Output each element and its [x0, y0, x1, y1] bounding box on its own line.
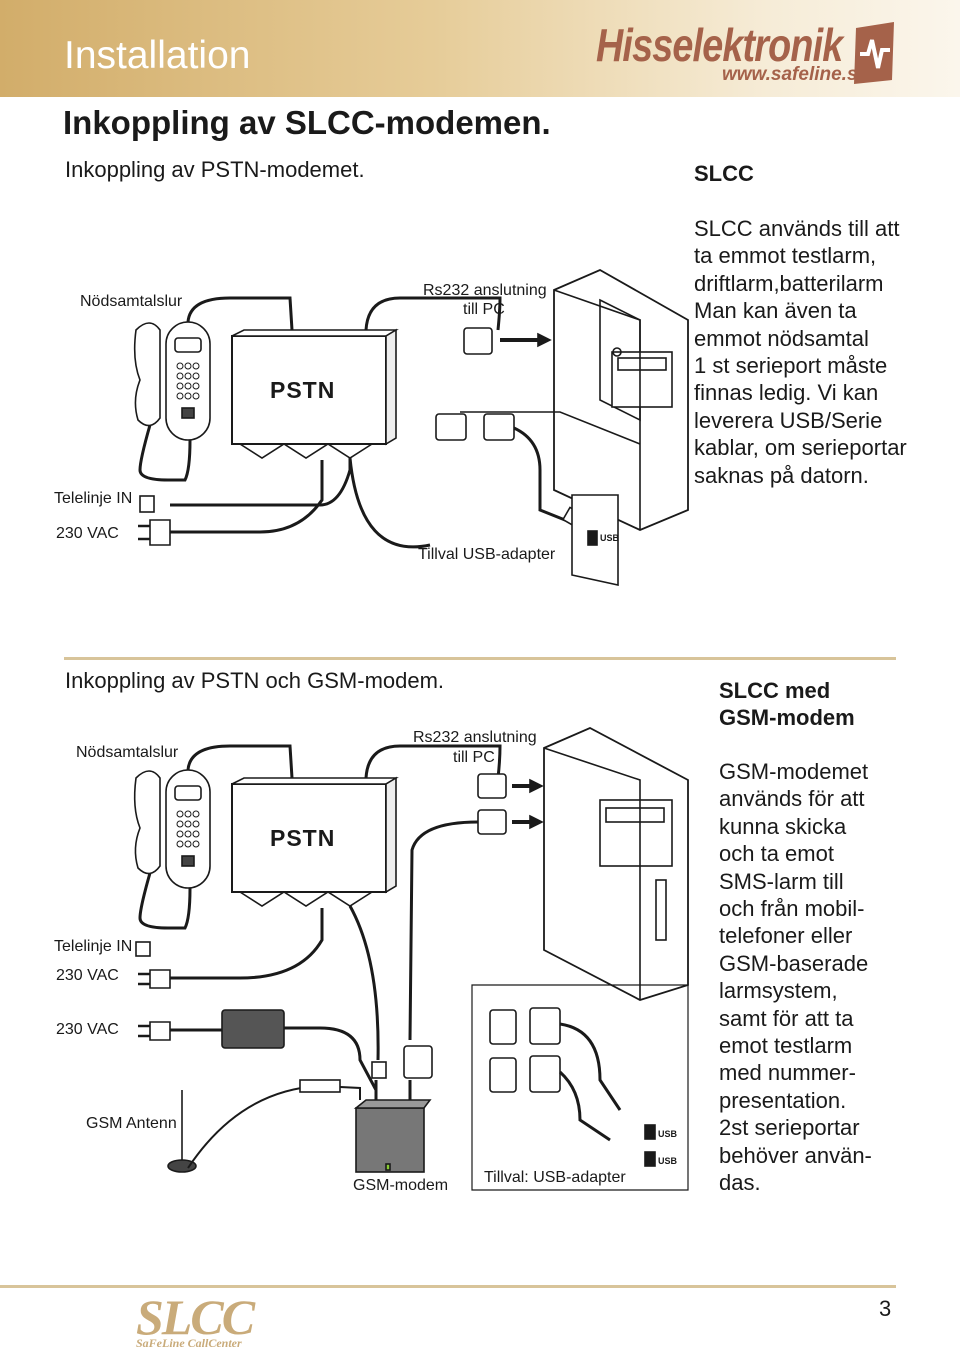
- bottom-vac1-label: 230 VAC: [56, 967, 119, 984]
- top-usb-label: USB: [600, 533, 620, 543]
- bottom-usb1-label: USB: [658, 1129, 678, 1139]
- top-vac-label: 230 VAC: [56, 525, 119, 542]
- pc-tower-icon: [543, 727, 689, 1001]
- bottom-side-line: 2st serieportar: [719, 1115, 860, 1141]
- footer-logo-subtitle: SaFeLine CallCenter: [136, 1336, 242, 1350]
- page-number: 3: [879, 1296, 892, 1321]
- top-side-line: driftlarm,batterilarm: [694, 270, 884, 296]
- bottom-side-line: och ta emot: [719, 841, 834, 867]
- brand-url: www.safeline.se: [722, 64, 869, 85]
- bottom-side-line: behöver använ-: [719, 1142, 872, 1168]
- top-side-line: finnas ledig. Vi kan: [694, 380, 879, 406]
- pstn-modem-box: [231, 328, 399, 459]
- top-section-title: Inkoppling av PSTN-modemet.: [65, 157, 365, 182]
- bottom-side-heading-line2: GSM-modem: [719, 705, 855, 730]
- handset-icon: [133, 321, 211, 441]
- bottom-side-heading: SLCC med GSM-modem: [719, 677, 855, 731]
- bottom-side-line: larmsystem,: [719, 978, 838, 1004]
- footer-divider: [0, 1285, 896, 1288]
- bottom-usb-adapter-label: Tillval: USB-adapter: [484, 1169, 626, 1186]
- gsm-modem-icon: [353, 1099, 432, 1173]
- bottom-telelinje-label: Telelinje IN: [54, 938, 132, 955]
- bottom-gsm-modem-label: GSM-modem: [353, 1177, 448, 1194]
- handset-icon: [133, 769, 211, 889]
- bottom-side-line: med nummer-: [719, 1060, 856, 1086]
- bottom-side-line: kunna skicka: [719, 813, 847, 839]
- top-side-line: Man kan även ta: [694, 298, 857, 324]
- bottom-gsm-antenn-label: GSM Antenn: [86, 1115, 177, 1132]
- bottom-side-line: samt för att ta: [719, 1005, 854, 1031]
- footer-logo: SLCC: [136, 1289, 255, 1345]
- top-side-line: saknas på datorn.: [694, 462, 869, 488]
- gsm-antenna-icon: [167, 1084, 361, 1173]
- bottom-side-line: GSM-modemet: [719, 759, 869, 784]
- pstn-modem-box: [231, 776, 399, 907]
- bottom-side-line: GSM-baserade: [719, 950, 869, 976]
- top-side-heading: SLCC: [694, 161, 754, 186]
- top-side-line: leverera USB/Serie: [694, 407, 883, 433]
- top-side-text: SLCC används till att ta emmot testlarm,…: [694, 215, 907, 489]
- top-rs232-line2: till PC: [463, 301, 505, 318]
- top-side-line: emmot nödsamtal: [694, 325, 869, 351]
- top-rs232-line1: Rs232 anslutning: [423, 282, 547, 299]
- bottom-vac2-label: 230 VAC: [56, 1021, 119, 1038]
- bottom-nodsamtalslur-label: Nödsamtalslur: [76, 744, 179, 761]
- page-heading: Inkoppling av SLCC-modemen.: [63, 104, 551, 141]
- section-divider: [64, 657, 896, 660]
- bottom-side-line: och från mobil-: [719, 896, 865, 922]
- section-title: Installation: [64, 34, 251, 77]
- bottom-usb2-label: USB: [658, 1156, 678, 1166]
- pc-tower-icon: [553, 268, 689, 531]
- top-pstn-label: PSTN: [270, 377, 335, 403]
- header-band: [0, 0, 960, 97]
- bottom-side-line: das.: [719, 1170, 761, 1196]
- bottom-side-line: används för att: [719, 786, 865, 812]
- bottom-pstn-label: PSTN: [270, 825, 335, 851]
- bottom-rs232-line1: Rs232 anslutning: [413, 729, 537, 746]
- bottom-side-text: GSM-modemet används för att kunna skicka…: [719, 758, 872, 1197]
- bottom-section-title: Inkoppling av PSTN och GSM-modem.: [65, 668, 445, 693]
- top-side-line: SLCC används till att: [694, 216, 900, 241]
- top-side-line: ta emmot testlarm,: [694, 243, 877, 269]
- bottom-side-line: presentation.: [719, 1087, 847, 1113]
- bottom-rs232-line2: till PC: [453, 749, 495, 766]
- top-side-line: kablar, om serieportar: [694, 435, 907, 461]
- top-side-line: 1 st serieport måste: [694, 353, 888, 379]
- bottom-side-line: SMS-larm till: [719, 868, 844, 894]
- brand-name: Hisselektronik: [596, 19, 843, 71]
- bottom-side-line: telefoner eller: [719, 923, 853, 949]
- top-telelinje-label: Telelinje IN: [54, 490, 132, 507]
- top-nodsamtalslur-label: Nödsamtalslur: [80, 293, 183, 310]
- bottom-side-heading-line1: SLCC med: [719, 678, 831, 703]
- top-usb-adapter-label: Tillval USB-adapter: [418, 546, 556, 563]
- brand-logo-icon: [854, 22, 894, 84]
- bottom-side-line: emot testlarm: [719, 1033, 853, 1059]
